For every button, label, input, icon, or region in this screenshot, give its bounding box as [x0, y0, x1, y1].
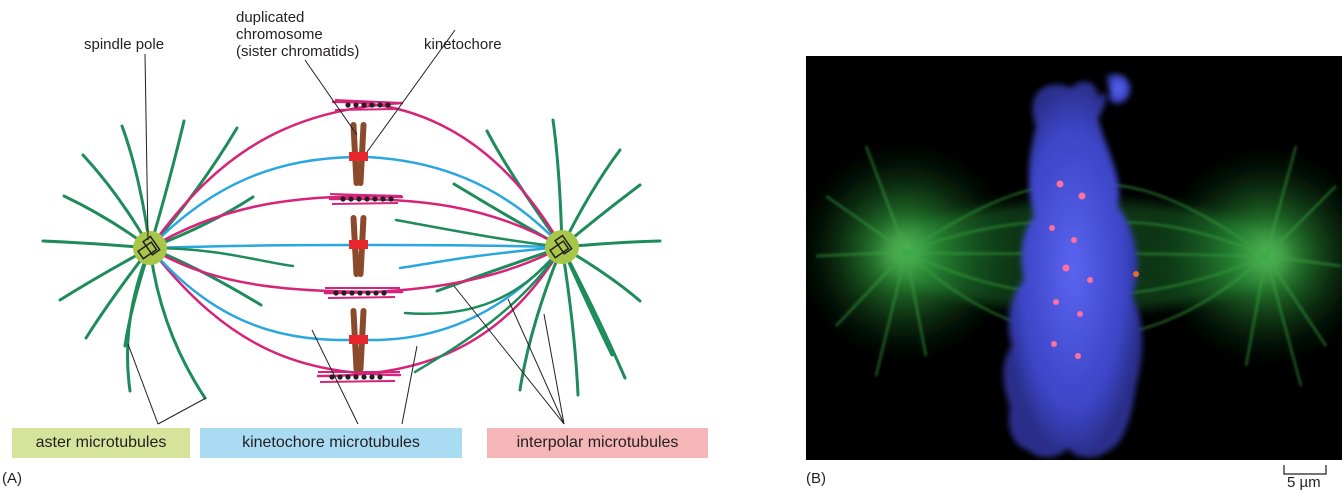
panel-a-label: (A): [2, 470, 22, 487]
kinetochore-mark: [349, 335, 368, 344]
duplicated-chromosome-label-line3: (sister chromatids): [236, 43, 360, 60]
overlap-zone: [318, 371, 400, 383]
kinetochore-label: kinetochore: [424, 36, 502, 53]
legend-aster-microtubules: aster microtubules: [12, 428, 190, 458]
overlap-zone: [329, 193, 403, 205]
kinetochore-mark: [349, 240, 368, 249]
chromosome: [349, 308, 368, 372]
legend-kinetochore-microtubules: kinetochore microtubules: [200, 428, 462, 458]
fluorescence-micrograph: [806, 56, 1342, 460]
panel-b-label: (B): [806, 470, 826, 487]
duplicated-chromosome-label-line1: duplicated: [236, 9, 305, 26]
spindle-pole-right: [545, 230, 579, 264]
scale-bar-label: 5 µm: [1287, 474, 1321, 491]
duplicated-chromosome-label-line2: chromosome: [236, 26, 323, 43]
spindle-pole-label: spindle pole: [84, 36, 165, 53]
interpolar-microtubules: [148, 100, 564, 378]
mitotic-spindle-diagram: [41, 29, 662, 425]
legend-interpolar-microtubules: interpolar microtubules: [487, 428, 708, 458]
kinetochore-spots: [1049, 180, 1139, 359]
leader-lines: [127, 29, 565, 425]
scale-bar: [1283, 465, 1327, 475]
non-kinetochore-fibers: [148, 218, 564, 374]
kinetochore-mark: [349, 152, 368, 161]
overlap-zone: [325, 287, 400, 299]
chromosome-mass: [1003, 73, 1143, 458]
chromosome: [349, 215, 368, 277]
chromosome: [349, 122, 368, 186]
micrograph-image: [806, 73, 1342, 458]
overlap-zones: [318, 99, 403, 383]
chromosomes: [349, 122, 368, 372]
overlap-zone: [334, 99, 403, 111]
spindle-pole-left: [133, 231, 167, 265]
